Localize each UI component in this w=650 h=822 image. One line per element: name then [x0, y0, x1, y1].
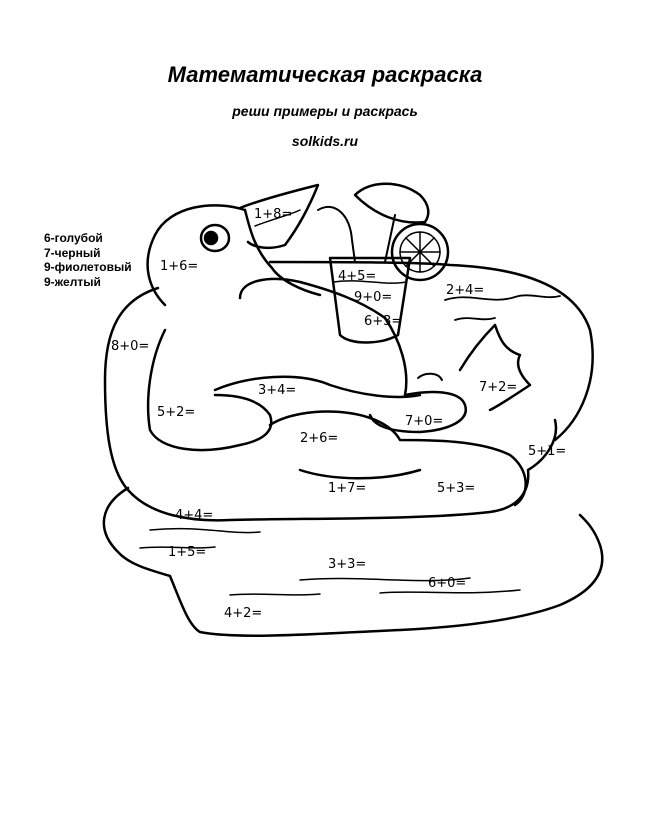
example-7: 8+0= [111, 339, 150, 354]
example-11: 7+0= [405, 414, 444, 429]
penguin-hat [238, 183, 320, 250]
penguin-face [243, 208, 322, 297]
example-14: 1+7= [328, 481, 367, 496]
penguin-toe [417, 372, 443, 381]
wave-mark [454, 317, 496, 321]
penguin-foot [368, 390, 467, 434]
chair-outline [103, 286, 558, 522]
example-17: 1+5= [168, 545, 207, 560]
water-ripple [149, 527, 261, 534]
hat-stripe [254, 209, 301, 227]
legend-item-7: 7-черный [44, 245, 101, 260]
legend-item-6: 6-голубой [44, 231, 103, 245]
example-1: 1+8= [254, 207, 293, 222]
water-ripple [379, 589, 521, 594]
lemon-segments [399, 231, 441, 273]
example-9: 7+2= [479, 380, 518, 395]
example-19: 6+0= [428, 576, 467, 591]
example-15: 5+3= [437, 481, 476, 496]
site-name: solkids.ru [291, 133, 359, 149]
chair-seat [268, 410, 527, 507]
penguin-belly [146, 328, 273, 452]
penguin-head [146, 204, 247, 307]
chair-seat-fold [298, 468, 422, 480]
page-subtitle: реши примеры и раскрась [232, 103, 418, 119]
glass-liquid [333, 280, 407, 284]
example-5: 6+3= [364, 314, 403, 329]
example-20: 4+2= [224, 606, 263, 621]
example-2: 1+6= [160, 259, 199, 274]
penguin-tail [458, 323, 532, 412]
example-18: 3+3= [328, 557, 367, 572]
chair-armrest [238, 277, 387, 320]
example-6: 2+4= [446, 283, 485, 298]
wave-mark [444, 294, 561, 301]
example-12: 2+6= [300, 431, 339, 446]
straw [317, 205, 356, 263]
chair-back [268, 260, 594, 442]
example-13: 5+1= [528, 444, 567, 459]
example-10: 5+2= [157, 405, 196, 420]
umbrella-canopy [353, 182, 430, 224]
penguin-pupil [203, 230, 219, 246]
lemon-slice [390, 222, 450, 282]
penguin-wing [213, 375, 422, 399]
example-3: 4+5= [338, 269, 377, 284]
example-8: 3+4= [258, 383, 297, 398]
water-outline [102, 486, 604, 637]
example-16: 4+4= [175, 508, 214, 523]
umbrella-stick [384, 214, 396, 263]
legend-item-9-violet: 9-фиолетовый [44, 260, 132, 274]
penguin-side [383, 316, 408, 397]
page-title: Математическая раскраска [167, 62, 483, 87]
legend-item-9-yellow: 9-желтый [44, 274, 101, 289]
water-ripple [229, 593, 321, 596]
color-legend: 6-голубой 7-черный 9-фиолетовый 9-желтый [44, 231, 132, 289]
water-ripple [299, 577, 471, 582]
glass [328, 256, 412, 344]
example-4: 9+0= [354, 290, 393, 305]
water-ripple [139, 546, 216, 549]
